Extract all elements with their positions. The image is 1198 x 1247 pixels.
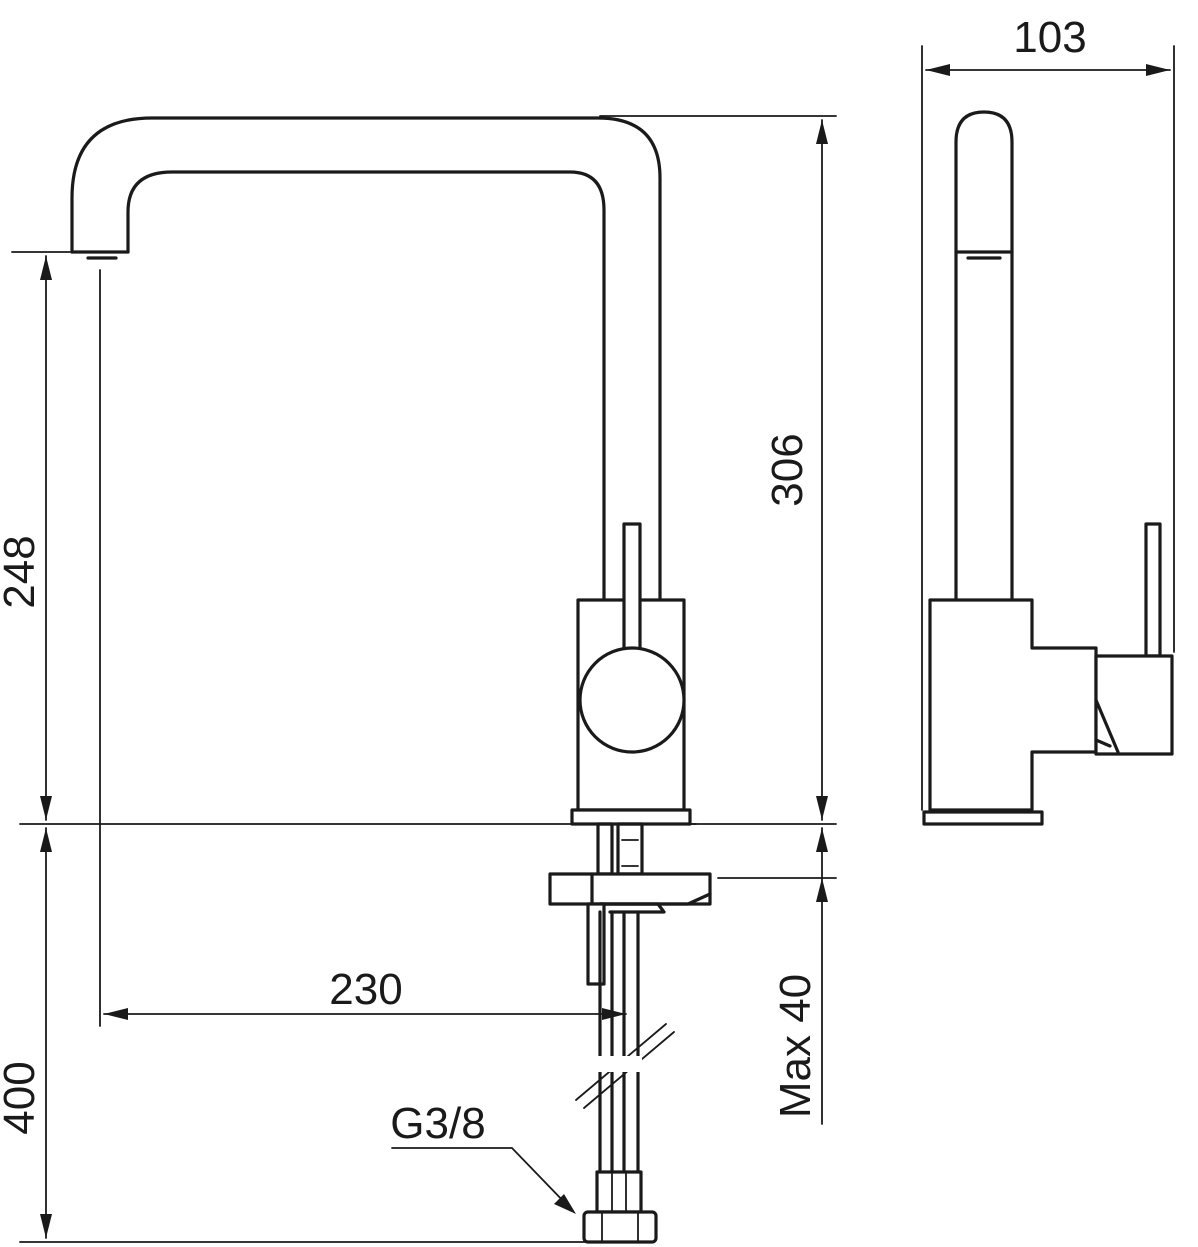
dimension-labels: 103 306 248 400 Max 40 230 G3/8 xyxy=(0,13,1087,1148)
dim-400-label: 400 xyxy=(0,1061,44,1134)
spout-inner xyxy=(126,170,606,602)
cartridge-cap xyxy=(578,646,686,754)
dim-arrow xyxy=(554,1194,576,1214)
side-view xyxy=(922,110,1174,826)
side-lever xyxy=(1144,522,1162,658)
dim-arrow xyxy=(1146,64,1170,76)
thread-leader xyxy=(391,1147,569,1207)
side-body xyxy=(928,598,1098,812)
lever-handle xyxy=(622,522,642,664)
base-plate xyxy=(570,808,692,826)
dim-max40-label: Max 40 xyxy=(771,974,820,1118)
dimension-lines xyxy=(11,45,1175,1243)
side-handle xyxy=(1094,654,1174,756)
front-view xyxy=(70,116,712,1244)
dim-248-label: 248 xyxy=(0,535,44,608)
dim-103-label: 103 xyxy=(1013,13,1086,62)
dim-306-label: 306 xyxy=(763,433,812,506)
shank xyxy=(596,822,614,876)
hose-fitting xyxy=(595,1170,643,1214)
dim-arrow xyxy=(40,256,52,280)
side-handle-cut xyxy=(1094,698,1120,754)
break-gap xyxy=(596,1056,642,1072)
dim-arrow xyxy=(816,878,828,902)
dim-arrow xyxy=(602,1008,626,1020)
dim-arrow xyxy=(40,828,52,852)
mounting-bracket-lower xyxy=(598,902,666,914)
dim-arrow xyxy=(926,64,950,76)
side-handle-cut xyxy=(1094,738,1112,748)
hose-nut xyxy=(582,1210,658,1244)
side-base xyxy=(922,810,1044,826)
dim-arrow xyxy=(104,1008,128,1020)
spout-outer xyxy=(70,116,662,602)
side-spout xyxy=(954,110,1014,602)
dim-arrow xyxy=(816,120,828,144)
dim-230-label: 230 xyxy=(329,965,402,1014)
dim-arrow xyxy=(816,828,828,852)
dim-arrow xyxy=(40,796,52,820)
thread-label: G3/8 xyxy=(390,1099,485,1148)
mounting-washer xyxy=(548,872,712,906)
dim-arrow xyxy=(816,796,828,820)
dim-arrow xyxy=(40,1214,52,1238)
